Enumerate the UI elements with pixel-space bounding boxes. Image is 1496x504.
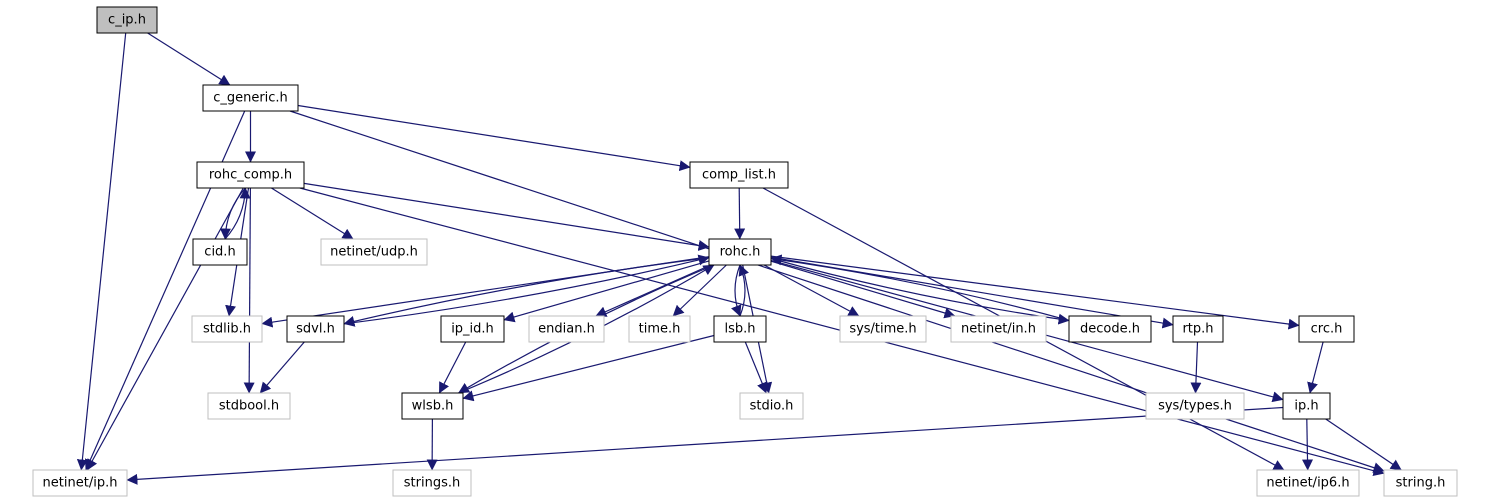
node-sys-types[interactable]: sys/types.h [1145, 392, 1245, 420]
node-stdlib[interactable]: stdlib.h [191, 315, 263, 343]
node-ip[interactable]: ip.h [1282, 392, 1331, 420]
edge-c-generic-to-comp-list [297, 104, 691, 172]
edge-rohc-to-lsb [731, 264, 742, 317]
node-rohc-label: rohc.h [720, 245, 761, 260]
node-c-ip[interactable]: c_ip.h [96, 6, 158, 34]
node-netinet-ip6-label: netinet/ip6.h [1266, 476, 1349, 491]
node-wlsb-label: wlsb.h [412, 399, 454, 414]
edge-rohc-comp-to-netinet-udp [271, 187, 354, 240]
node-strings[interactable]: strings.h [392, 469, 472, 497]
node-ip-label: ip.h [1294, 399, 1318, 414]
edge-comp-list-to-rohc [734, 187, 746, 240]
node-cid[interactable]: cid.h [192, 238, 248, 266]
node-string-label: string.h [1396, 476, 1446, 491]
node-netinet-ip-label: netinet/ip.h [43, 476, 118, 491]
node-netinet-ip[interactable]: netinet/ip.h [32, 469, 128, 497]
node-comp-list-label: comp_list.h [702, 168, 776, 183]
node-endian-label: endian.h [538, 322, 595, 337]
node-c-generic-label: c_generic.h [213, 91, 288, 106]
node-rtp[interactable]: rtp.h [1172, 315, 1224, 343]
edge-cid-to-rohc-comp [224, 187, 251, 240]
node-stdlib-label: stdlib.h [203, 322, 251, 337]
node-lsb-label: lsb.h [724, 322, 755, 337]
edge-ip-to-string [1325, 418, 1402, 471]
edge-ip-to-netinet-ip6 [1302, 418, 1314, 471]
edge-lsb-to-wlsb [462, 334, 715, 402]
node-ip-id[interactable]: ip_id.h [440, 315, 505, 343]
node-netinet-udp[interactable]: netinet/udp.h [320, 238, 428, 266]
edge-crc-to-ip [1307, 341, 1324, 394]
edge-rohc-comp-to-netinet-ip [86, 187, 244, 471]
edge-rohc-comp-to-stdbool [243, 187, 255, 394]
edge-rohc-to-endian [595, 264, 711, 317]
node-stdio[interactable]: stdio.h [739, 392, 804, 420]
edge-rohc-to-crc [770, 255, 1300, 330]
edge-rohc-to-netinet-in [770, 260, 956, 319]
node-stdio-label: stdio.h [750, 399, 794, 414]
node-decode[interactable]: decode.h [1068, 315, 1152, 343]
node-decode-label: decode.h [1080, 322, 1140, 337]
node-rohc-comp-label: rohc_comp.h [209, 168, 292, 183]
node-time[interactable]: time.h [628, 315, 691, 343]
node-time-label: time.h [639, 322, 681, 337]
node-sdvl[interactable]: sdvl.h [286, 315, 345, 343]
node-stdbool[interactable]: stdbool.h [207, 392, 291, 420]
node-netinet-in-label: netinet/in.h [961, 322, 1036, 337]
node-stdbool-label: stdbool.h [219, 399, 279, 414]
node-rohc[interactable]: rohc.h [708, 238, 772, 266]
node-netinet-in[interactable]: netinet/in.h [950, 315, 1047, 343]
edge-rohc-comp-to-rohc [303, 182, 710, 251]
node-c-ip-label: c_ip.h [108, 13, 146, 28]
edge-c-ip-to-netinet-ip [76, 32, 127, 471]
edge-sdvl-to-stdbool [259, 341, 305, 394]
node-crc-label: crc.h [1311, 322, 1343, 337]
node-sys-time-label: sys/time.h [849, 322, 916, 337]
node-rohc-comp[interactable]: rohc_comp.h [196, 161, 305, 189]
edge-lsb-to-stdio [744, 341, 768, 394]
edge-rohc-to-ip-id [503, 260, 710, 323]
node-netinet-ip6[interactable]: netinet/ip6.h [1256, 469, 1360, 497]
edge-rtp-to-sys-types [1190, 341, 1202, 394]
node-cid-label: cid.h [204, 245, 235, 260]
node-crc[interactable]: crc.h [1298, 315, 1355, 343]
node-sys-types-label: sys/types.h [1158, 399, 1232, 414]
node-ip-id-label: ip_id.h [451, 322, 494, 337]
node-sdvl-label: sdvl.h [296, 322, 335, 337]
edge-rohc-to-sdvl [343, 257, 710, 327]
edge-ip-to-netinet-ip [126, 406, 1284, 485]
edge-rohc-to-sys-time [763, 264, 860, 317]
edge-lsb-to-rohc [738, 264, 749, 317]
edge-ip-id-to-wlsb [438, 341, 467, 394]
node-comp-list[interactable]: comp_list.h [689, 161, 789, 189]
node-rtp-label: rtp.h [1182, 322, 1213, 337]
edge-sdvl-to-rohc [343, 254, 710, 325]
node-strings-label: strings.h [404, 476, 460, 491]
node-string[interactable]: string.h [1383, 469, 1458, 497]
edge-decode-to-rohc [770, 254, 1070, 322]
node-sys-time[interactable]: sys/time.h [839, 315, 927, 343]
node-c-generic[interactable]: c_generic.h [202, 84, 299, 112]
edge-c-ip-to-c-generic [147, 32, 231, 86]
nodes-layer: c_ip.h c_generic.h rohc_comp.h comp_list… [32, 6, 1458, 497]
edge-rohc-to-time [672, 264, 727, 317]
node-netinet-udp-label: netinet/udp.h [330, 245, 418, 260]
node-lsb[interactable]: lsb.h [713, 315, 767, 343]
node-endian[interactable]: endian.h [528, 315, 605, 343]
edge-rohc-to-decode [770, 257, 1070, 325]
node-wlsb[interactable]: wlsb.h [401, 392, 464, 420]
